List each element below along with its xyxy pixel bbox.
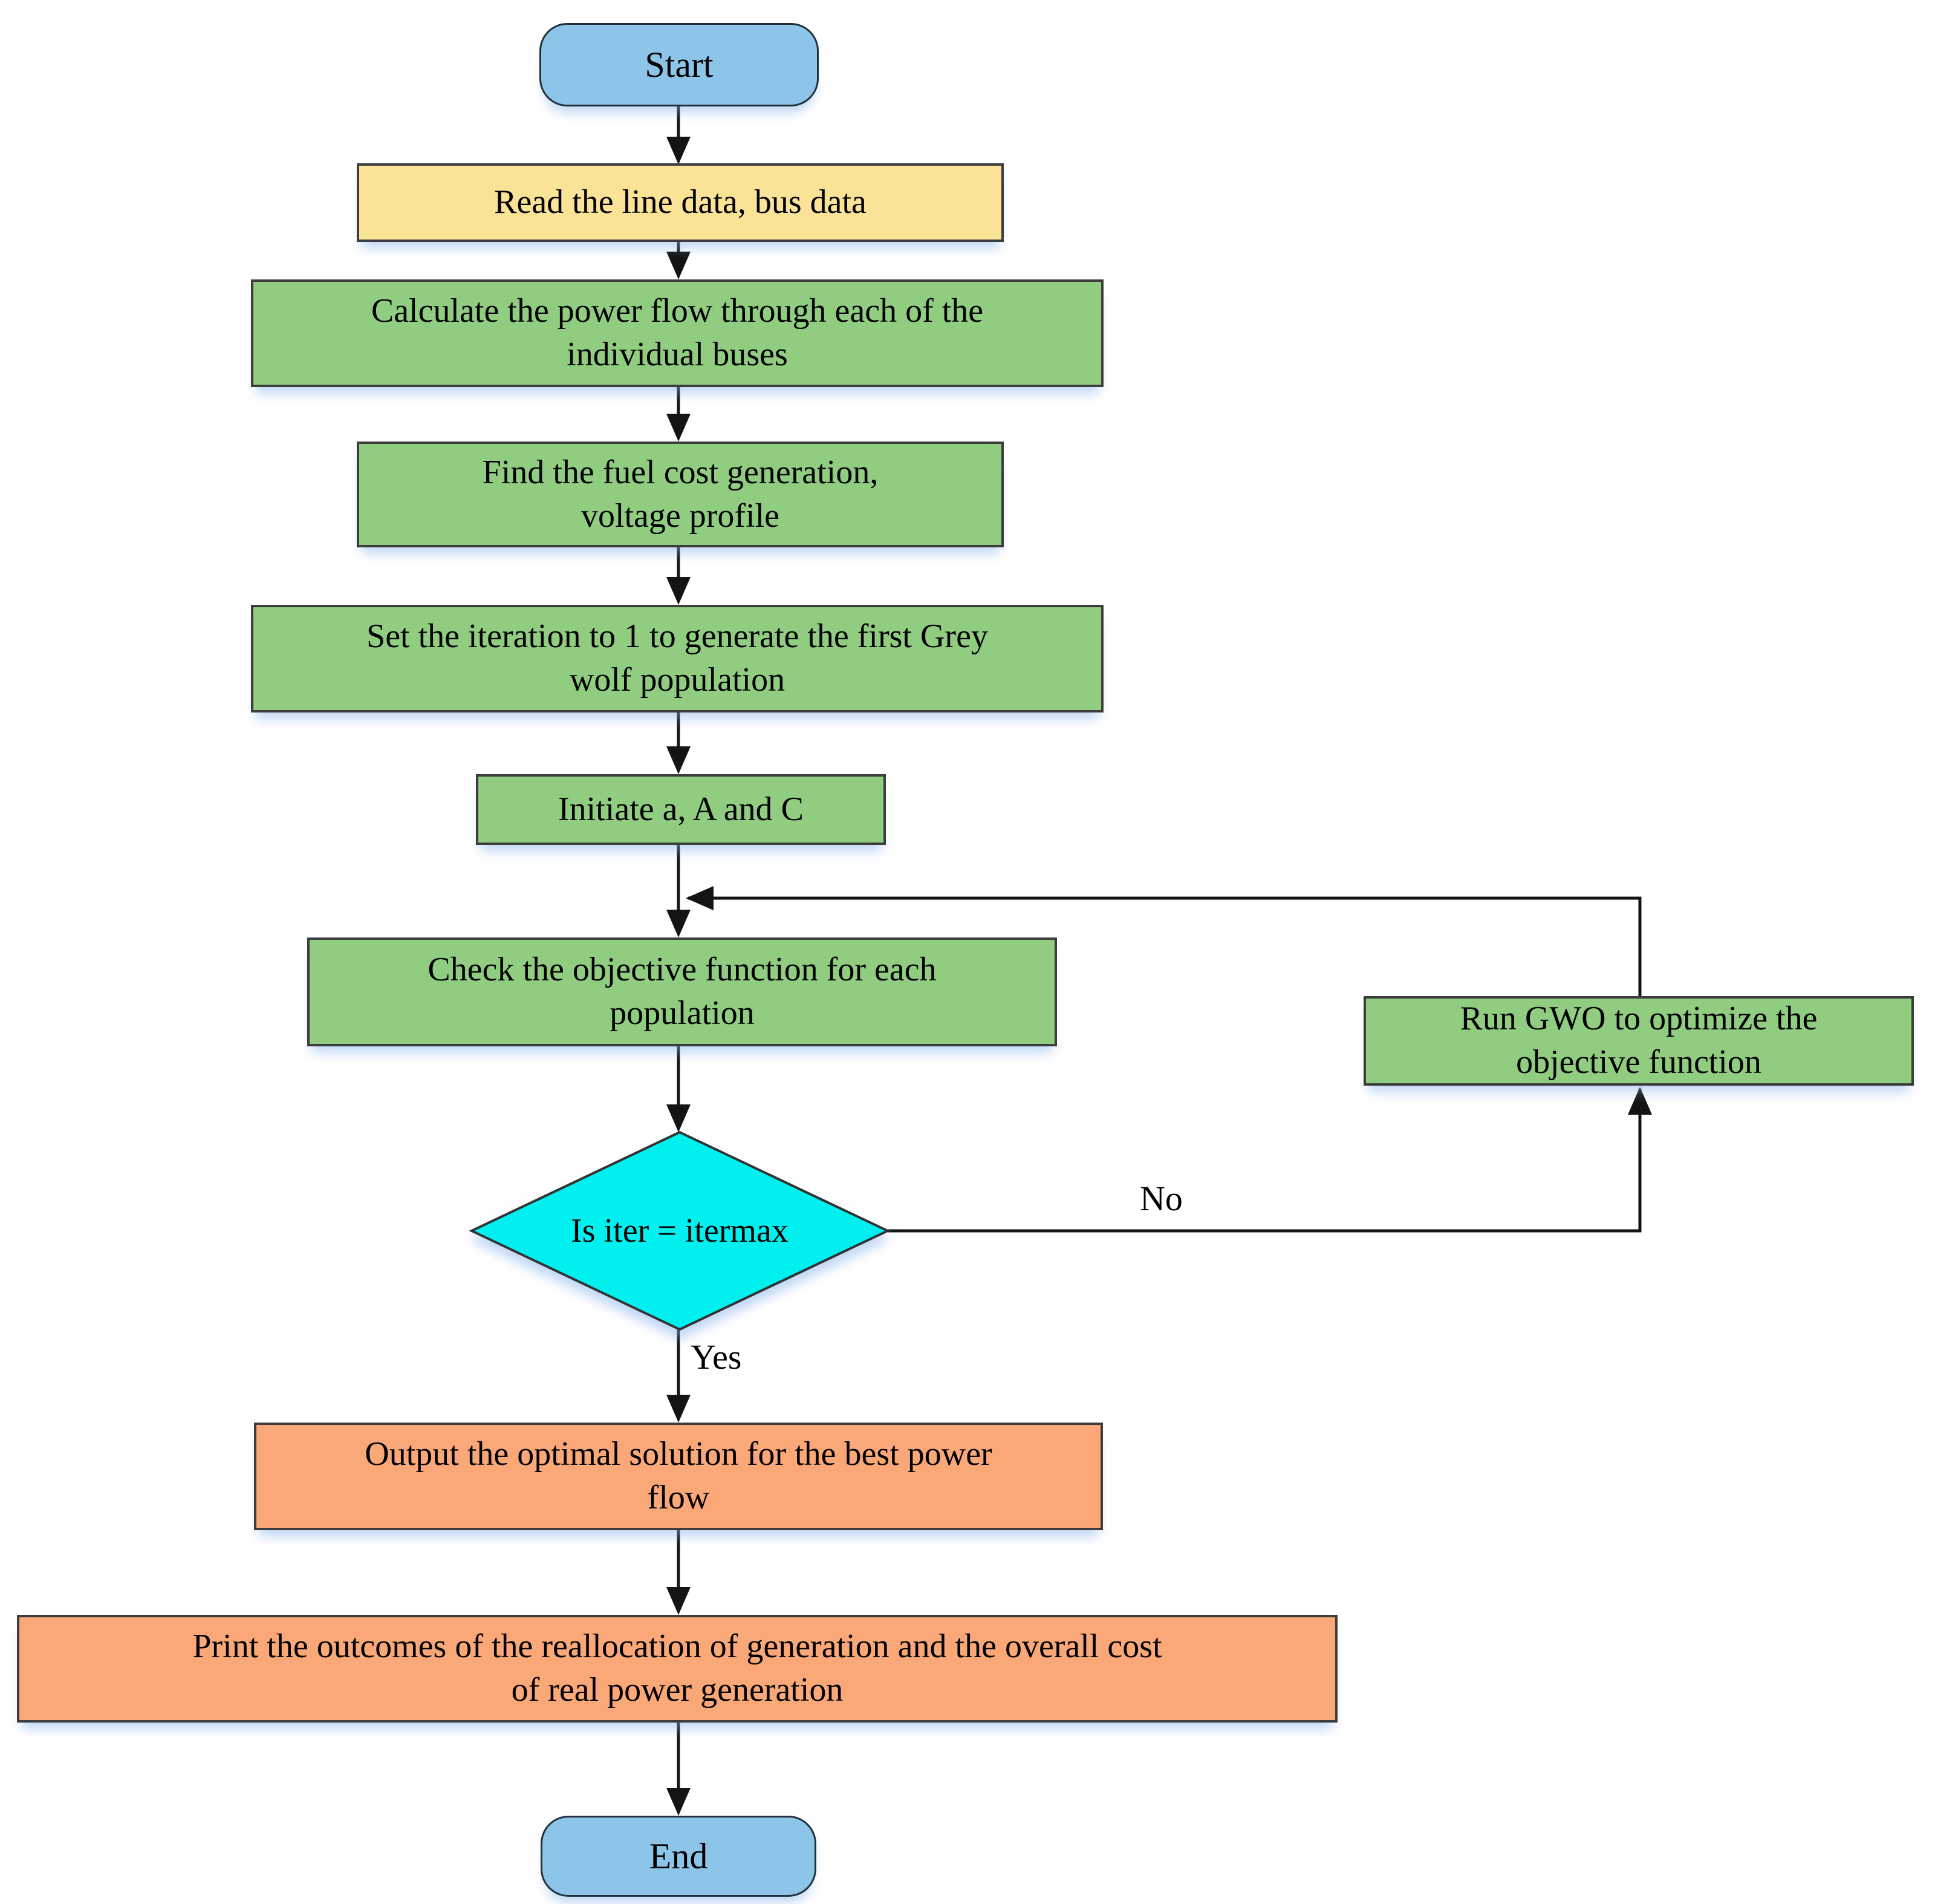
flow-node-decision: Is iter = itermax [484,1182,876,1279]
flow-node-calculate-power-flow: Calculate the power flow through each of… [251,279,1104,387]
arrowhead [666,1788,691,1816]
flow-node-run-gwo: Run GWO to optimize the objective functi… [1364,996,1914,1086]
arrowhead [666,137,691,165]
flow-node-initiate: Initiate a, A and C [476,774,886,845]
flow-node-set-iteration-label: Set the iteration to 1 to generate the f… [366,618,988,699]
flow-node-end: End [541,1816,816,1897]
arrowhead [666,1104,691,1132]
arrowhead [666,1587,691,1615]
flow-node-output-solution: Output the optimal solution for the best… [254,1423,1103,1530]
flow-node-calculate-power-flow-label: Calculate the power flow through each of… [371,292,984,373]
flow-node-decision-label: Is iter = itermax [571,1212,789,1250]
arrowhead [666,414,691,442]
flow-node-read-data-label: Read the line data, bus data [494,183,867,221]
flow-node-initiate-label: Initiate a, A and C [558,790,804,828]
arrowhead [666,1395,691,1423]
flow-node-run-gwo-label: Run GWO to optimize the objective functi… [1460,1000,1818,1081]
edge-decision-rungwo-no [888,1089,1642,1233]
flow-node-check-objective: Check the objective function for each po… [307,937,1057,1046]
arrowhead [666,746,691,774]
flow-node-start-label: Start [645,44,714,85]
flow-node-set-iteration: Set the iteration to 1 to generate the f… [251,605,1104,712]
edge-rungwo-feedback [688,896,1642,996]
flow-node-find-fuel-cost-label: Find the fuel cost generation, voltage p… [482,453,879,535]
flow-node-find-fuel-cost: Find the fuel cost generation, voltage p… [357,442,1004,547]
arrowhead [666,577,691,605]
arrowhead [1628,1087,1652,1115]
flow-node-end-label: End [649,1836,708,1876]
arrowhead [666,910,691,937]
flow-node-print-outcomes-label: Print the outcomes of the reallocation o… [192,1628,1162,1709]
flow-node-start: Start [539,23,819,106]
arrowhead [666,252,691,279]
edge-label-no: No [1140,1179,1183,1218]
decision-diamond-shape [469,1130,891,1331]
edge-label-yes: Yes [691,1337,742,1377]
flow-node-output-solution-label: Output the optimal solution for the best… [365,1435,992,1516]
arrowhead [686,886,714,910]
flow-node-print-outcomes: Print the outcomes of the reallocation o… [17,1615,1338,1723]
flow-node-check-objective-label: Check the objective function for each po… [428,951,937,1032]
flow-node-read-data: Read the line data, bus data [357,163,1004,242]
